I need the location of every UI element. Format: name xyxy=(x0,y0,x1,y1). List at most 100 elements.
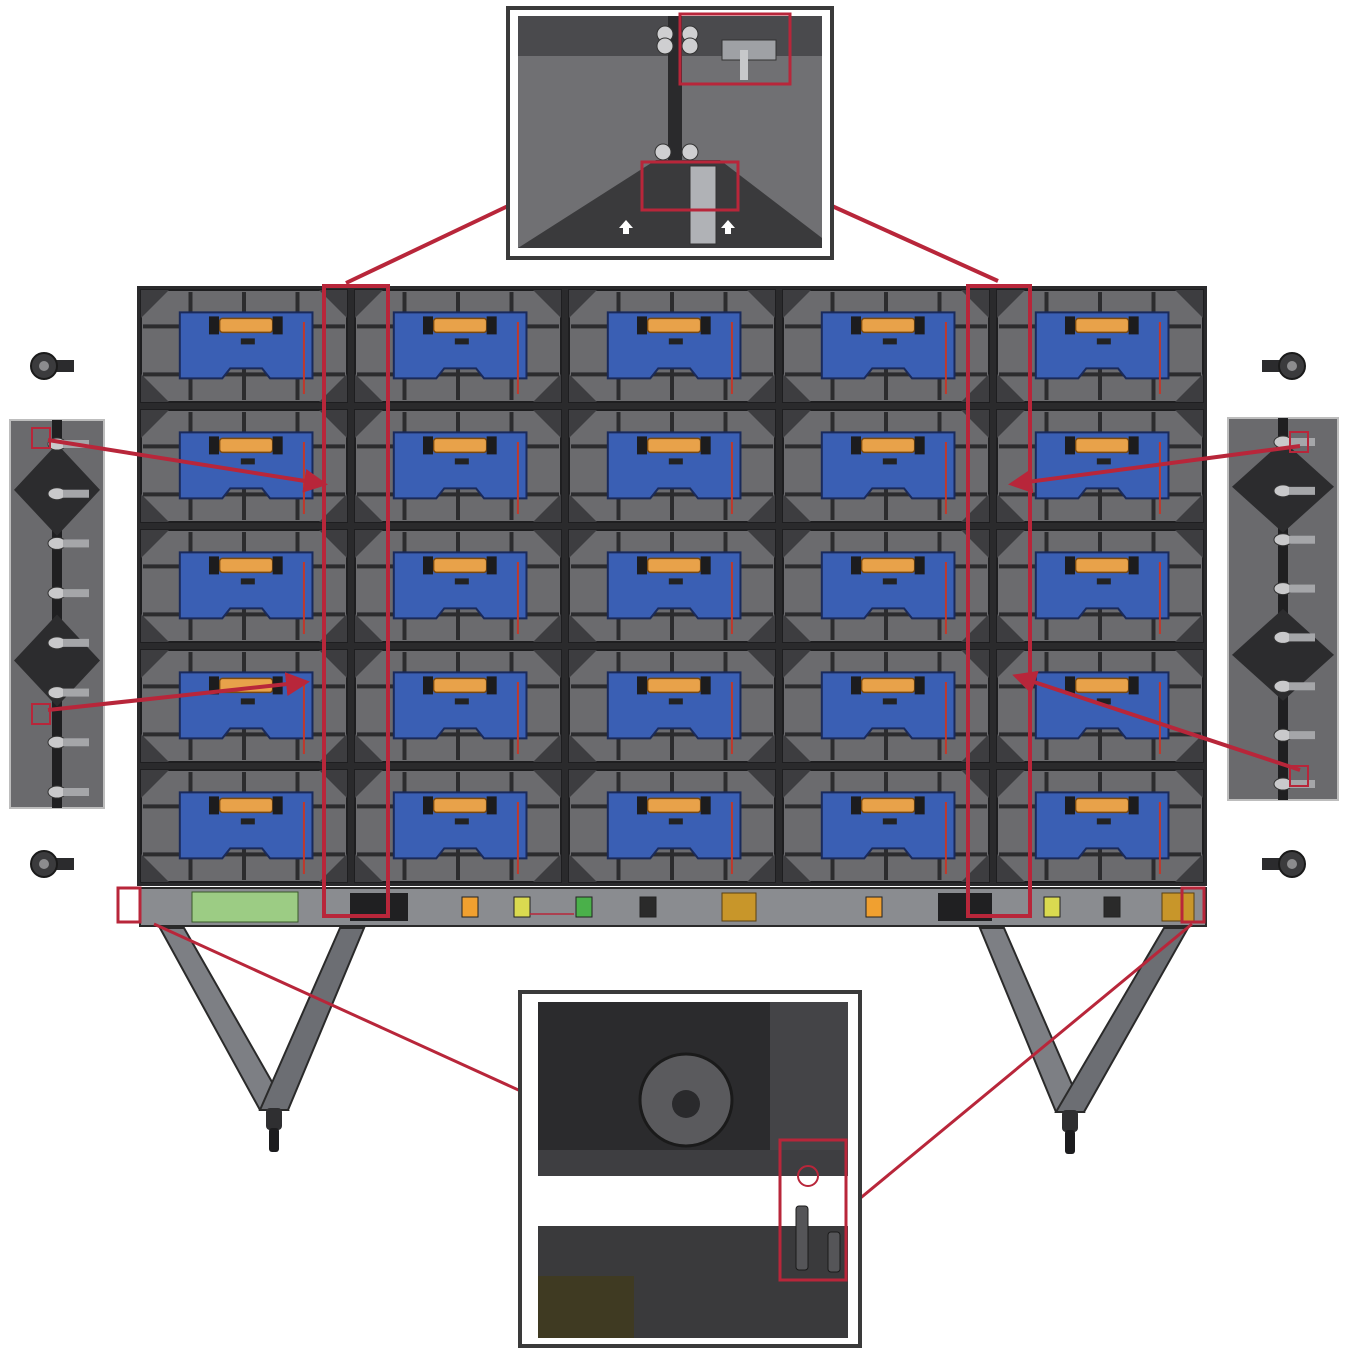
inset-foot-center xyxy=(672,1090,700,1118)
highlight-column-right xyxy=(966,284,1032,918)
module-latch xyxy=(454,338,469,345)
cabinet-corner xyxy=(1175,410,1203,438)
cabinet-corner xyxy=(1175,770,1203,798)
cabinet-rib xyxy=(357,732,559,737)
power-unit xyxy=(860,437,916,454)
cabinet-corner xyxy=(1175,494,1203,522)
module-latch xyxy=(1096,698,1111,705)
power-clip xyxy=(636,436,647,455)
cabinet-rib xyxy=(785,732,987,737)
power-clip xyxy=(208,796,219,815)
rail-terminal xyxy=(1103,896,1121,918)
cabinet-corner xyxy=(141,494,169,522)
rail-terminal xyxy=(575,896,593,918)
cabinet xyxy=(354,289,562,403)
inset-highlight-box xyxy=(778,1138,848,1282)
inset-bracket xyxy=(689,165,717,245)
cabinet-corner xyxy=(533,614,561,642)
cabinet-corner xyxy=(569,854,597,882)
cabinet-rib xyxy=(357,852,559,857)
cabinet-corner xyxy=(355,410,383,438)
module-latch xyxy=(668,818,683,825)
cabinet-corner xyxy=(747,734,775,762)
cabinet-corner xyxy=(1175,290,1203,318)
power-unit xyxy=(646,437,702,454)
module-latch xyxy=(454,578,469,585)
cabinet-corner xyxy=(747,614,775,642)
strip-joint-plate xyxy=(14,614,100,707)
power-clip xyxy=(486,676,497,695)
leg-caster xyxy=(269,1128,279,1152)
module-latch xyxy=(882,698,897,705)
stand-leg-right xyxy=(978,927,1190,1154)
pointer-arrow-icon xyxy=(47,438,328,493)
cabinet-rib xyxy=(357,612,559,617)
inset-bottom-detail xyxy=(153,922,1193,1348)
module-latch xyxy=(1096,818,1111,825)
leg-strut-right xyxy=(258,927,366,1111)
cabinet-corner xyxy=(997,734,1025,762)
cabinet-corner xyxy=(569,530,597,558)
module-latch xyxy=(668,458,683,465)
module-latch xyxy=(1096,458,1111,465)
strip-bracket xyxy=(1289,633,1315,642)
strip-bracket xyxy=(63,638,89,647)
cabinet-corner xyxy=(783,614,811,642)
cabinet-corner xyxy=(141,374,169,402)
pointer-arrow-icon xyxy=(1012,670,1301,772)
power-clip xyxy=(636,316,647,335)
power-clip xyxy=(486,796,497,815)
rail-terminal xyxy=(1043,896,1061,918)
module-latch xyxy=(240,458,255,465)
cabinet xyxy=(354,409,562,523)
power-clip xyxy=(700,436,711,455)
cabinet-corner xyxy=(783,530,811,558)
strip-bracket xyxy=(1289,731,1315,740)
power-clip xyxy=(272,316,283,335)
highlight-column-left xyxy=(322,284,390,918)
strip-bracket xyxy=(1289,780,1315,788)
cabinet-corner xyxy=(141,770,169,798)
leg-caster xyxy=(1065,1130,1075,1154)
cabinet-rib xyxy=(357,492,559,497)
cabinet-corner xyxy=(1175,530,1203,558)
module-latch xyxy=(668,338,683,345)
cabinet-corner xyxy=(141,530,169,558)
cabinet-rib xyxy=(357,372,559,377)
cabinet-corner xyxy=(997,374,1025,402)
cabinet-rib xyxy=(999,732,1201,737)
power-clip xyxy=(1064,556,1075,575)
power-clip xyxy=(1128,316,1139,335)
power-unit xyxy=(860,797,916,814)
cabinet-corner xyxy=(355,650,383,678)
detail-strip-right xyxy=(1227,417,1339,801)
strip-bracket xyxy=(63,489,89,498)
cabinet-corner xyxy=(783,770,811,798)
cabinet-corner xyxy=(533,650,561,678)
cabinet-corner xyxy=(997,614,1025,642)
power-unit xyxy=(1074,677,1130,694)
power-unit xyxy=(1074,557,1130,574)
strip-bracket xyxy=(1289,486,1315,495)
rail-terminal xyxy=(639,896,657,918)
power-unit xyxy=(218,317,274,334)
power-clip xyxy=(208,316,219,335)
leg-strut-right xyxy=(1054,927,1190,1113)
cabinet-rib xyxy=(999,372,1201,377)
cabinet-corner xyxy=(533,734,561,762)
cabinet-corner xyxy=(533,290,561,318)
power-unit xyxy=(1074,317,1130,334)
cabinet xyxy=(996,409,1204,523)
cabinet xyxy=(568,769,776,883)
power-clip xyxy=(422,676,433,695)
cabinet-rib xyxy=(143,732,345,737)
power-clip xyxy=(486,436,497,455)
power-unit xyxy=(646,797,702,814)
cabinet-rib xyxy=(785,852,987,857)
cabinet-rib xyxy=(571,852,773,857)
module-latch xyxy=(668,578,683,585)
power-clip xyxy=(208,676,219,695)
power-clip xyxy=(914,796,925,815)
strip-bracket xyxy=(63,738,89,747)
inset-bolt xyxy=(681,143,699,161)
